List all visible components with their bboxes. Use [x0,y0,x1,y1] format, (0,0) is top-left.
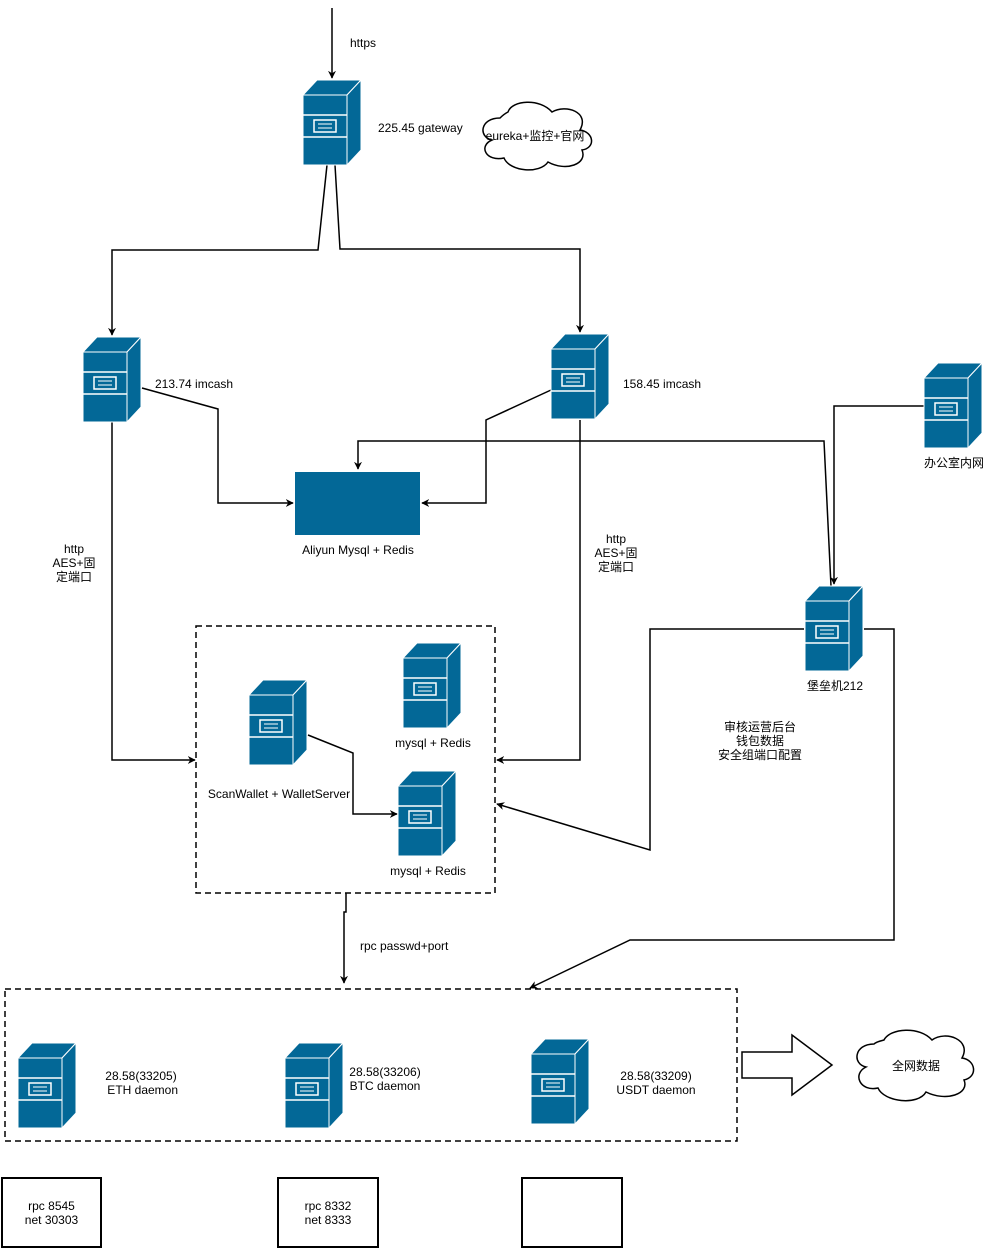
bastion-note-label: 审核运营后台 钱包数据 安全组端口配置 [717,720,803,762]
cloud-top-icon [482,101,593,171]
imcash-right-server-icon [550,333,610,420]
eth-label: 28.58(33205) ETH daemon [105,1069,179,1097]
rpc-label: rpc passwd+port [360,939,449,953]
mysql1-server-icon [402,642,462,729]
http-right-label: http AES+固 定端口 [594,532,638,574]
cloud-bottom-label: 全网数据 [891,1059,941,1073]
btc-server-icon [284,1042,344,1129]
gateway-server-icon [302,79,362,166]
daemon-group [4,988,738,1142]
edge-left-to-wallet [111,422,196,764]
gateway-label: 225.45 gateway [378,121,463,135]
aliyun-label: Aliyun Mysql + Redis [302,543,414,557]
edge-gateway-to-right [334,164,584,333]
usdt-server-icon [530,1038,590,1125]
port-eth-label: rpc 8545 net 30303 [24,1198,79,1227]
office-label: 办公室内网 [923,456,985,470]
imcash-right-label: 158.45 imcash [623,377,702,391]
imcash-left-label: 213.74 imcash [155,377,234,391]
port-box-btc: rpc 8332 net 8333 [277,1177,379,1248]
mysql2-server-icon [397,770,457,857]
https-label: https [350,36,377,50]
big-arrow-icon [741,1033,834,1097]
wallet-group [195,625,496,894]
edge-left-to-aliyun [141,387,294,507]
edge-scanwallet-to-mysql [307,734,398,818]
bastion-server-icon [804,585,864,672]
edge-bastion-to-aliyun [354,440,832,587]
edge-office-to-bastion [830,405,924,585]
edge-wallet-to-daemons [340,893,348,984]
usdt-label: 28.58(33209) USDT daemon [616,1069,696,1097]
edge-gateway-to-left [108,164,328,336]
scanwallet-server-icon [248,679,308,766]
mysql2-label: mysql + Redis [390,864,466,878]
http-left-label: http AES+固 定端口 [52,542,96,584]
port-btc-label: rpc 8332 net 8333 [304,1198,352,1227]
edge-bastion-to-daemons [529,628,895,989]
bastion-label: 堡垒机212 [806,679,864,693]
scanwallet-label: ScanWallet + WalletServer [207,787,351,801]
port-box-usdt [521,1177,623,1248]
imcash-left-server-icon [82,336,142,423]
office-server-icon [923,362,983,449]
edge-right-to-aliyun [421,389,552,507]
cloud-bottom-icon [856,1029,975,1102]
edge-right-to-wallet [496,420,581,764]
mysql1-label: mysql + Redis [395,736,471,750]
cloud-top-label: eureka+监控+官网 [485,129,585,143]
port-box-eth: rpc 8545 net 30303 [1,1177,102,1248]
edge-bastion-to-wallet [496,628,804,852]
aliyun-db-block [295,472,420,535]
eth-server-icon [17,1042,77,1129]
btc-label: 28.58(33206) BTC daemon [349,1065,421,1093]
